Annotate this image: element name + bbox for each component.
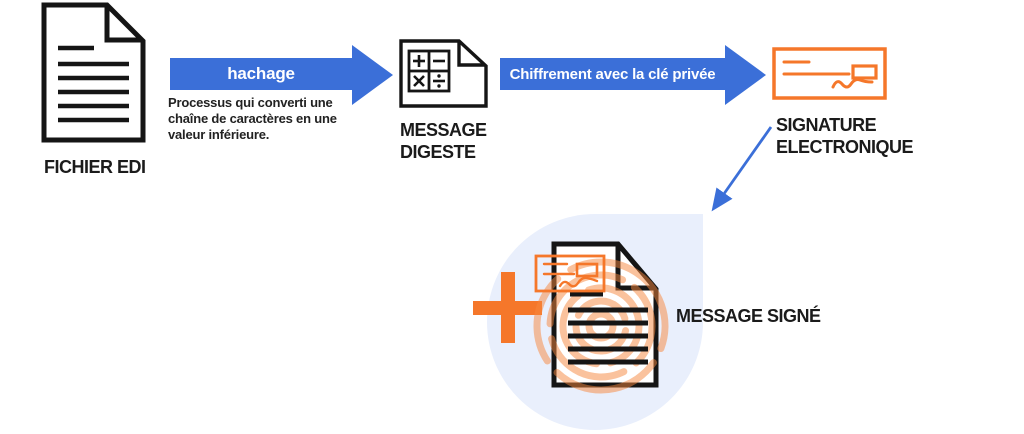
chiffrement-arrow-icon xyxy=(500,45,766,105)
hachage-arrow-label: hachage xyxy=(227,64,295,83)
mini-cheque-icon xyxy=(534,254,606,293)
message-signe-label: MESSAGE SIGNÉ xyxy=(676,306,821,326)
document-icon xyxy=(41,2,146,143)
cheque-icon xyxy=(772,47,887,100)
plus-icon xyxy=(473,272,542,343)
message-digeste-label: MESSAGE DIGESTE xyxy=(400,119,487,163)
hachage-description-line1: Processus qui converti une xyxy=(168,95,333,110)
hachage-description-line3: valeur inférieure. xyxy=(168,127,270,142)
signature-electronique-label: SIGNATURE ELECTRONIQUE xyxy=(776,114,914,158)
message-digeste-label-line2: DIGESTE xyxy=(400,142,476,162)
message-digeste-label-line1: MESSAGE xyxy=(400,120,487,140)
fingerprint-document-icon xyxy=(533,241,669,394)
hachage-arrow-icon xyxy=(170,45,393,105)
fichier-edi-label: FICHIER EDI xyxy=(44,157,146,177)
calculator-document-icon xyxy=(399,39,488,108)
hachage-description-line2: chaîne de caractères en une xyxy=(168,111,337,126)
chiffrement-arrow-label: Chiffrement avec la clé privée xyxy=(509,65,716,83)
signature-label-line1: SIGNATURE xyxy=(776,115,877,135)
diagonal-arrow-icon xyxy=(711,126,773,212)
signature-label-line2: ELECTRONIQUE xyxy=(776,137,914,157)
hachage-description: Processus qui converti une chaîne de car… xyxy=(168,95,368,143)
